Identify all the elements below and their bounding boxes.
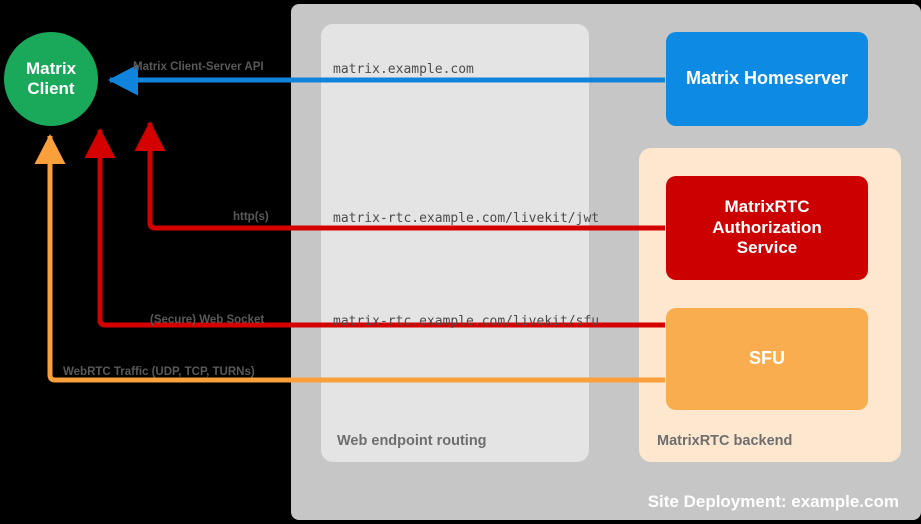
site-deployment-label: Site Deployment: example.com — [647, 492, 899, 511]
matrixrtc-backend-label: MatrixRTC backend — [657, 433, 793, 449]
endpoint-livekit-jwt: matrix-rtc.example.com/livekit/jwt — [333, 211, 600, 226]
web-endpoint-routing-panel: Web endpoint routing — [321, 24, 589, 462]
matrix-client-node[interactable]: Matrix Client — [4, 32, 98, 126]
matrix-homeserver-label: Matrix Homeserver — [685, 68, 849, 89]
endpoint-matrix-example-com: matrix.example.com — [333, 62, 474, 77]
flow-label-websocket: (Secure) Web Socket — [150, 314, 265, 326]
matrix-client-label-line1: Matrix — [25, 58, 77, 78]
auth-service-label-line2: Authorization — [712, 217, 822, 237]
matrix-homeserver-node[interactable]: Matrix Homeserver — [666, 32, 868, 126]
sfu-node[interactable]: SFU — [666, 308, 868, 410]
flow-label-webrtc-traffic: WebRTC Traffic (UDP, TCP, TURNs) — [63, 366, 255, 378]
flow-label-https: http(s) — [233, 211, 269, 223]
matrixrtc-authorization-service-node[interactable]: MatrixRTC Authorization Service — [666, 176, 868, 280]
auth-service-label-line3: Service — [736, 238, 798, 258]
flow-label-client-server-api: Matrix Client-Server API — [133, 61, 264, 73]
endpoint-livekit-sfu: matrix-rtc.example.com/livekit/sfu — [333, 314, 600, 329]
auth-service-label-line1: MatrixRTC — [724, 197, 810, 217]
sfu-label: SFU — [749, 348, 785, 369]
web-endpoint-routing-label: Web endpoint routing — [337, 433, 487, 449]
matrix-client-label-line2: Client — [27, 79, 75, 98]
